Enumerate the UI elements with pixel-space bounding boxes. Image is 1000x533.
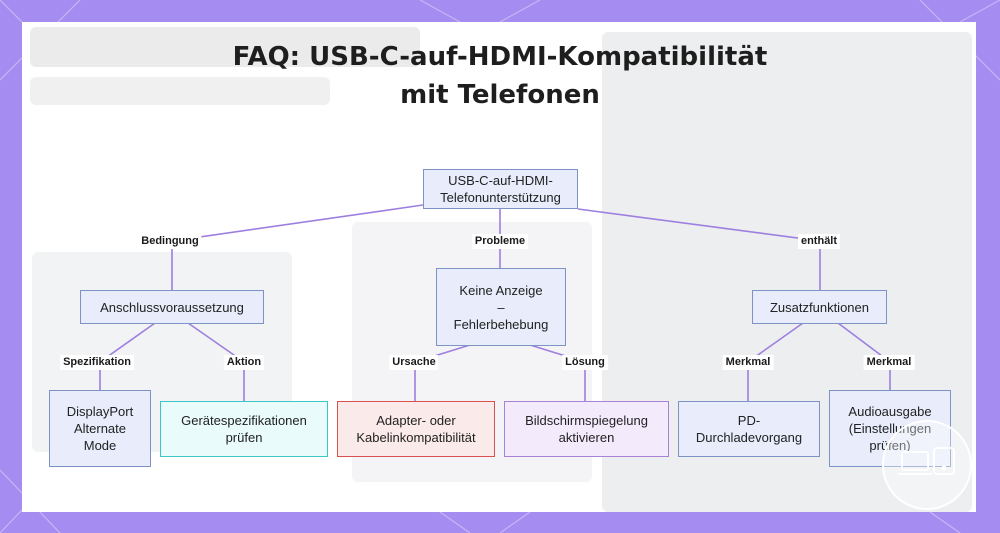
node-displayport-line: DisplayPort — [67, 403, 133, 420]
edge-label-spezifikation: Spezifikation — [60, 355, 134, 370]
watermark-logo-icon — [882, 420, 972, 510]
node-audio-line: Audioausgabe — [848, 403, 931, 420]
devices-icon — [884, 422, 970, 508]
node-keine-anzeige-line: – — [454, 299, 549, 316]
node-adapter-line: Adapter- oder — [356, 412, 475, 429]
node-spiegelung-line: aktivieren — [525, 429, 648, 446]
edge-keine-anzeige-adapter — [415, 345, 470, 402]
node-geraete-line: Gerätespezifikationen — [181, 412, 307, 429]
node-spiegelung-line: Bildschirmspiegelung — [525, 412, 648, 429]
edge-label-probleme: Probleme — [472, 234, 528, 249]
node-root-line: USB-C-auf-HDMI- — [440, 172, 561, 189]
node-displayport[interactable]: DisplayPort Alternate Mode — [49, 390, 151, 467]
node-bildschirmspiegelung[interactable]: Bildschirmspiegelung aktivieren — [504, 401, 669, 457]
node-keine-anzeige-line: Fehlerbehebung — [454, 316, 549, 333]
node-geraete-line: prüfen — [181, 429, 307, 446]
edge-keine-anzeige-spiegelung — [530, 345, 585, 402]
edge-label-merkmal-1: Merkmal — [723, 355, 774, 370]
node-root[interactable]: USB-C-auf-HDMI- Telefonunterstützung — [423, 169, 578, 209]
node-anschlussvoraussetzung[interactable]: Anschlussvoraussetzung — [80, 290, 264, 324]
node-displayport-line: Alternate — [67, 420, 133, 437]
edge-root-zusatz — [578, 209, 820, 292]
edge-label-bedingung: Bedingung — [138, 234, 201, 249]
edge-label-merkmal-2: Merkmal — [864, 355, 915, 370]
node-keine-anzeige[interactable]: Keine Anzeige – Fehlerbehebung — [436, 268, 566, 346]
edge-root-anschluss — [172, 205, 423, 292]
edge-label-ursache: Ursache — [389, 355, 438, 370]
node-root-line: Telefonunterstützung — [440, 189, 561, 206]
node-pd-line: PD- — [696, 412, 802, 429]
node-pd-durchlade[interactable]: PD- Durchladevorgang — [678, 401, 820, 457]
node-keine-anzeige-line: Keine Anzeige — [454, 282, 549, 299]
node-zusatzfunktionen[interactable]: Zusatzfunktionen — [752, 290, 887, 324]
node-adapter-kabel[interactable]: Adapter- oder Kabelinkompatibilität — [337, 401, 495, 457]
node-adapter-line: Kabelinkompatibilität — [356, 429, 475, 446]
edge-label-loesung: Lösung — [562, 355, 608, 370]
node-displayport-line: Mode — [67, 437, 133, 454]
node-pd-line: Durchladevorgang — [696, 429, 802, 446]
node-zusatz-label: Zusatzfunktionen — [770, 299, 869, 316]
edge-label-aktion: Aktion — [224, 355, 264, 370]
edge-label-enthaelt: enthält — [798, 234, 840, 249]
node-anschluss-label: Anschlussvoraussetzung — [100, 299, 244, 316]
node-geraetespezifikationen[interactable]: Gerätespezifikationen prüfen — [160, 401, 328, 457]
